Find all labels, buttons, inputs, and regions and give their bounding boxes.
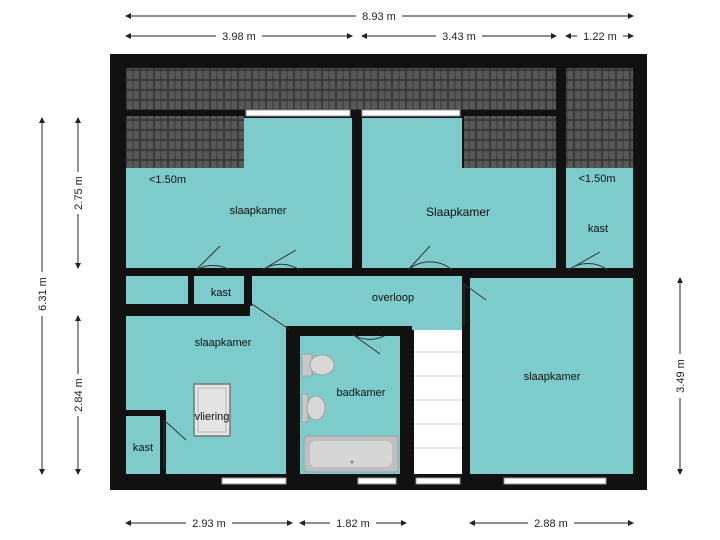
wall <box>160 410 166 476</box>
svg-text:3.98 m: 3.98 m <box>222 31 256 43</box>
wall <box>462 276 470 476</box>
dimension-right-lower: 3.49 m <box>673 277 687 475</box>
label-landing: overloop <box>372 292 414 304</box>
room-bedroom-top-middle <box>362 118 556 268</box>
sink <box>301 393 326 423</box>
svg-text:1.22 m: 1.22 m <box>583 31 617 43</box>
roof-tiles-top <box>126 68 556 110</box>
dimension-left-upper: 2.75 m <box>71 117 85 269</box>
wall <box>286 326 300 476</box>
window <box>357 477 397 485</box>
wall <box>400 326 412 476</box>
label-closet-top-right: kast <box>588 223 608 235</box>
svg-text:6.31 m: 6.31 m <box>37 277 49 311</box>
wall <box>556 68 566 275</box>
label-bedroom-top-middle: Slaapkamer <box>426 205 490 219</box>
staircase <box>414 330 462 474</box>
dimension-total-width: 8.93 m <box>125 9 634 23</box>
wall <box>126 304 250 316</box>
svg-text:2.75 m: 2.75 m <box>73 176 85 210</box>
dimension-top-segment-1: 3.98 m <box>125 29 353 43</box>
label-bedroom-bottom-left: slaapkamer <box>195 337 252 349</box>
roof-tiles-left <box>126 116 244 168</box>
dimension-bottom-segment-2: 1.82 m <box>299 516 407 530</box>
svg-text:3.43 m: 3.43 m <box>442 31 476 43</box>
label-closet-bottom-left: kast <box>133 442 153 454</box>
wall <box>188 268 194 306</box>
svg-text:1.82 m: 1.82 m <box>336 518 370 530</box>
roof-tiles-mid <box>464 116 556 168</box>
room-closet-top-right <box>566 168 633 268</box>
bathtub <box>303 435 399 473</box>
toilet <box>301 353 335 377</box>
svg-text:2.93 m: 2.93 m <box>192 518 226 530</box>
label-bedroom-bottom-right: slaapkamer <box>524 371 581 383</box>
svg-text:2.84 m: 2.84 m <box>73 378 85 412</box>
wall <box>126 268 633 276</box>
window <box>245 109 351 117</box>
room-closet-middle <box>194 276 248 304</box>
label-bathroom: badkamer <box>337 387 386 399</box>
label-bedroom-top-left: slaapkamer <box>230 205 287 217</box>
label-low-height-left: <1.50m <box>149 174 186 186</box>
room-bedroom-top-left <box>126 118 352 268</box>
door <box>163 245 609 470</box>
label-closet-middle: kast <box>211 287 231 299</box>
svg-text:8.93 m: 8.93 m <box>362 11 396 23</box>
label-attic-hatch: vliering <box>195 411 230 423</box>
dimension-bottom-segment-3: 2.88 m <box>469 516 634 530</box>
room-landing <box>126 276 468 330</box>
roof-tiles-right <box>566 68 633 168</box>
dimension-total-height: 6.31 m <box>35 117 49 475</box>
label-low-height-right: <1.50m <box>579 173 616 185</box>
svg-text:3.49 m: 3.49 m <box>675 359 687 393</box>
dimension-top-segment-3: 1.22 m <box>565 29 634 43</box>
window <box>361 109 461 117</box>
room-bedroom-bottom-right <box>470 278 633 474</box>
dimension-left-lower: 2.84 m <box>71 315 85 475</box>
wall <box>126 410 166 416</box>
room-closet-bottom-left <box>126 416 162 474</box>
wall <box>244 276 252 306</box>
window <box>415 477 461 485</box>
wall <box>286 326 406 336</box>
svg-text:2.88 m: 2.88 m <box>534 518 568 530</box>
attic-hatch <box>193 383 231 437</box>
dimension-top-segment-2: 3.43 m <box>361 29 557 43</box>
wall <box>352 110 362 275</box>
dimension-bottom-segment-1: 2.93 m <box>125 516 293 530</box>
window <box>221 477 287 485</box>
window <box>503 477 607 485</box>
